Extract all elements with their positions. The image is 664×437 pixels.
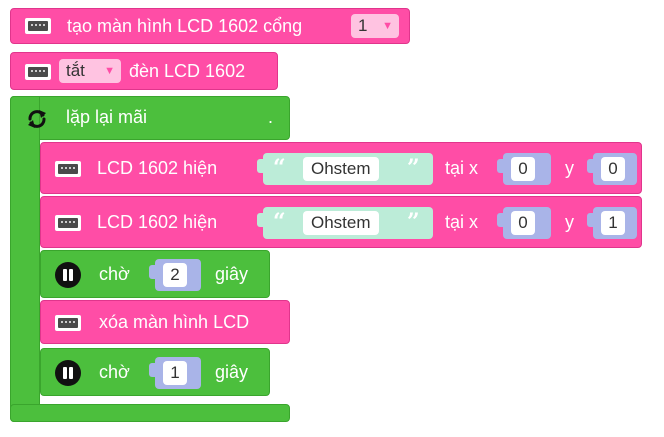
x-value-field[interactable]: 0 — [511, 211, 535, 235]
pause-icon — [55, 262, 81, 288]
lcd-show-label: LCD 1602 hiện — [97, 212, 218, 232]
open-quote-icon: “ — [273, 209, 286, 235]
dropdown-arrow-icon: ▼ — [104, 65, 115, 77]
y-value-field[interactable]: 1 — [601, 211, 625, 235]
lcd-icon — [55, 315, 81, 331]
wait-block-1[interactable]: chờ 2 giây — [40, 250, 270, 298]
clear-lcd-label: xóa màn hình LCD — [99, 312, 250, 332]
x-number-input[interactable]: 0 — [497, 153, 551, 185]
backlight-state-dropdown[interactable]: tắt ▼ — [59, 59, 121, 83]
string-input[interactable]: “ Ohstem ” — [257, 207, 433, 239]
close-quote-icon: ” — [407, 209, 420, 235]
at-x-label: tại x — [445, 158, 479, 178]
clear-lcd-block[interactable]: xóa màn hình LCD — [40, 300, 290, 344]
backlight-label: đèn LCD 1602 — [129, 61, 246, 81]
open-quote-icon: “ — [273, 155, 286, 181]
wait-value-field[interactable]: 2 — [163, 263, 187, 287]
y-number-input[interactable]: 1 — [587, 207, 637, 239]
backlight-state-value: tắt — [66, 61, 85, 80]
wait-block-2[interactable]: chờ 1 giây — [40, 348, 270, 396]
string-value-field[interactable]: Ohstem — [303, 157, 379, 181]
wait-number-input[interactable]: 2 — [149, 259, 201, 291]
loop-block-arm — [10, 96, 40, 422]
y-value-field[interactable]: 0 — [601, 157, 625, 181]
wait-number-input[interactable]: 1 — [149, 357, 201, 389]
loop-dot: . — [268, 107, 274, 127]
wait-unit-label: giây — [215, 264, 249, 284]
port-dropdown[interactable]: 1 ▼ — [351, 14, 399, 38]
y-label: y — [565, 158, 574, 178]
lcd-icon — [25, 18, 51, 34]
init-lcd-block[interactable]: tạo màn hình LCD 1602 cổng 1 ▼ — [10, 8, 410, 44]
x-value-field[interactable]: 0 — [511, 157, 535, 181]
wait-value-field[interactable]: 1 — [163, 361, 187, 385]
wait-label: chờ — [99, 362, 130, 382]
lcd-icon — [55, 161, 81, 177]
port-value: 1 — [358, 16, 368, 35]
dropdown-arrow-icon: ▼ — [382, 20, 393, 32]
lcd-show-label: LCD 1602 hiện — [97, 158, 218, 178]
string-input[interactable]: “ Ohstem ” — [257, 153, 433, 185]
loop-block-top[interactable] — [10, 96, 290, 140]
x-number-input[interactable]: 0 — [497, 207, 551, 239]
backlight-block[interactable]: tắt ▼ đèn LCD 1602 — [10, 52, 278, 90]
pause-icon — [55, 360, 81, 386]
init-lcd-label: tạo màn hình LCD 1602 cổng — [67, 16, 303, 36]
y-label: y — [565, 212, 574, 232]
loop-block-bottom — [10, 404, 290, 422]
close-quote-icon: ” — [407, 155, 420, 181]
at-x-label: tại x — [445, 212, 479, 232]
wait-label: chờ — [99, 264, 130, 284]
lcd-show-block-2[interactable]: LCD 1602 hiện “ Ohstem ” tại x 0 y 1 — [40, 196, 642, 248]
y-number-input[interactable]: 0 — [587, 153, 637, 185]
lcd-icon — [25, 64, 51, 80]
loop-icon — [28, 110, 46, 128]
lcd-icon — [55, 215, 81, 231]
wait-unit-label: giây — [215, 362, 249, 382]
loop-label: lặp lại mãi — [66, 107, 148, 127]
lcd-show-block-1[interactable]: LCD 1602 hiện “ Ohstem ” tại x 0 y 0 — [40, 142, 642, 194]
string-value-field[interactable]: Ohstem — [303, 211, 379, 235]
